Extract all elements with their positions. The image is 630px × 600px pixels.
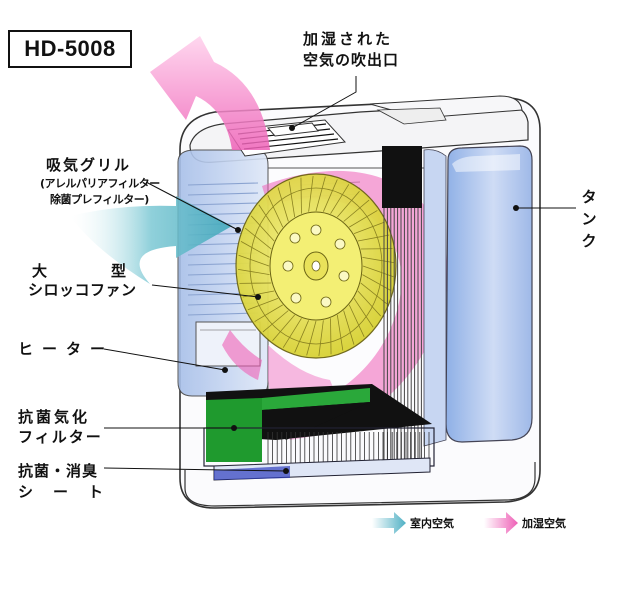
model-name-box: HD-5008 (8, 30, 132, 68)
filter-label-line2: フィルター (18, 428, 103, 446)
legend-indoor-air-arrow (372, 512, 406, 534)
leader-dots (222, 125, 519, 474)
tank-label-char-1: タ (581, 188, 597, 206)
tank-label-char-2: ン (581, 210, 597, 228)
fan-label-line1: 大 型 (32, 262, 128, 281)
filter-label-line1: 抗菌気化 (18, 408, 91, 426)
sheet-label-line1: 抗菌・消臭 (18, 462, 99, 480)
sirocco-fan (235, 173, 397, 359)
tank-label: タ ン ク (580, 186, 598, 252)
grille-sublabel-line2: 除菌プレフィルター) (50, 193, 149, 206)
sheet-label-line2: シート (18, 483, 124, 501)
heater-label: ヒーター (18, 340, 115, 358)
legend-humid-air-arrow (484, 512, 518, 534)
fan-label-line2: シロッコファン (28, 281, 137, 299)
deodorizing-sheet (213, 457, 431, 481)
fan-blades (237, 176, 395, 356)
leader-lines (103, 76, 576, 472)
outlet-label-line2: 空気の吹出口 (303, 51, 400, 69)
legend-indoor-air-label: 室内空気 (410, 517, 454, 530)
fan-label-char-a: 大 (32, 262, 50, 280)
fan-label-char-b: 型 (110, 262, 128, 280)
grille-sublabel-line1: (アレルパリアフィルター (40, 177, 160, 190)
indoor-air-intake-arrow (70, 196, 232, 284)
outlet-label-line1: 加湿された (303, 30, 394, 48)
legend-humid-air-label: 加湿空気 (522, 517, 566, 530)
humid-air-outflow-arrow (150, 36, 270, 150)
water-tank (423, 145, 533, 447)
model-name: HD-5008 (24, 36, 116, 61)
tank-label-char-3: ク (581, 232, 597, 250)
grille-label: 吸気グリル (46, 156, 132, 174)
